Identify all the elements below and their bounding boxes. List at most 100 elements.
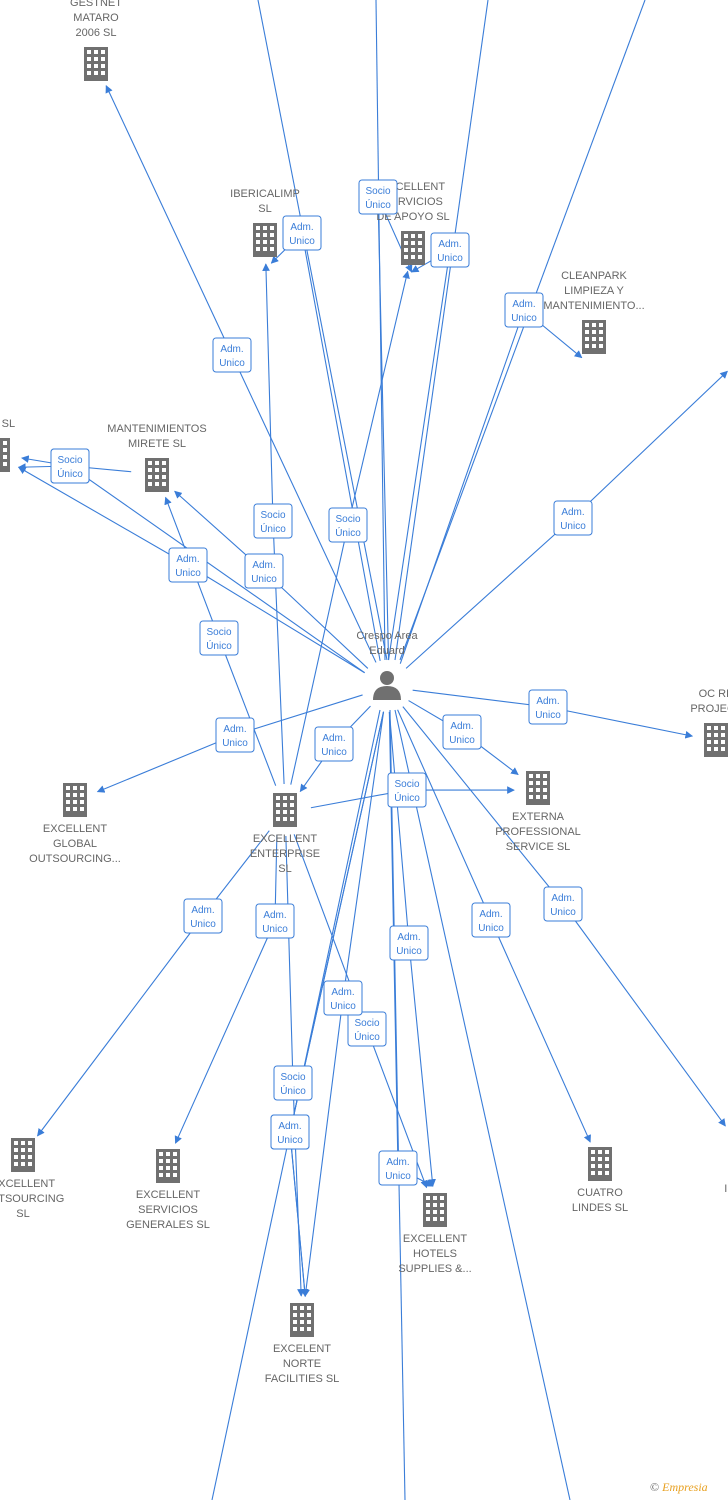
edge-label-box	[543, 886, 583, 922]
node-ibericalimp-label-line: IBERICALIMP	[230, 188, 300, 200]
building-icon-outsourcing_sl[interactable]	[11, 1138, 35, 1172]
edges-layer	[17, 0, 728, 1500]
edge-label-text: Unico	[277, 1135, 303, 1146]
building-icon-enterprise[interactable]	[273, 793, 297, 827]
edge-label-box	[323, 980, 363, 1016]
node-cleanpark-label-line: CLEANPARK	[561, 270, 627, 282]
building-icon-cleanpark[interactable]	[582, 320, 606, 354]
edge-label-person-to-norte[interactable]: Adm.Unico	[270, 1114, 310, 1150]
node-enterprise-label-line: EXCELLENT	[253, 833, 317, 845]
edge-label-box	[270, 1114, 310, 1150]
building-icon-excellent_apoyo[interactable]	[401, 231, 425, 265]
edge-label-text: Único	[206, 639, 232, 652]
copyright-notice: © Empresia	[650, 1480, 708, 1495]
offscreen-edge-3	[399, 0, 646, 661]
edge-label-enterprise-to-outsourcing_sl[interactable]: Adm.Unico	[183, 898, 223, 934]
edge-label-text: Unico	[190, 919, 216, 930]
building-icon-oc[interactable]	[704, 723, 728, 757]
edge-label-text: Unico	[175, 568, 201, 579]
node-global-label-line: OUTSOURCING...	[29, 853, 121, 865]
edge-label-person-to-gestnet[interactable]: Adm.Unico	[212, 337, 252, 373]
edge-label-box	[212, 337, 252, 373]
building-icon-ica[interactable]	[0, 438, 10, 472]
edge-label-person-to-mirete[interactable]: Adm.Unico	[244, 553, 284, 589]
person-icon[interactable]	[373, 671, 401, 700]
building-icon-norte[interactable]	[290, 1303, 314, 1337]
edge-label-text: Socio	[57, 455, 82, 466]
edge-label-person-to-hotels[interactable]: Adm. Unico	[378, 1150, 418, 1186]
building-icon-mirete[interactable]	[145, 458, 169, 492]
edge-label-text: Adm.	[263, 910, 286, 921]
building-icon-externa[interactable]	[526, 771, 550, 805]
edge-label-box	[387, 772, 427, 808]
node-norte-label-line: NORTE	[283, 1358, 321, 1370]
edge-label-text: Socio	[365, 186, 390, 197]
edge-label-box	[442, 714, 482, 750]
building-icon-hotels[interactable]	[423, 1193, 447, 1227]
node-enterprise-label-line: SL	[278, 863, 291, 875]
edge-label-text: Socio	[206, 627, 231, 638]
node-cuatro-label-line: LINDES SL	[572, 1202, 628, 1214]
edge-label-text: Adm.	[386, 1157, 409, 1168]
edge-label-person-to-global[interactable]: Adm.Unico	[215, 717, 255, 753]
edge-label-box	[471, 902, 511, 938]
edge-label-person-to-excellent_inv[interactable]: Adm.Unico	[553, 500, 593, 536]
edge-label-box	[199, 620, 239, 656]
edge-label-enterprise-to-generales[interactable]: Adm.Unico	[255, 903, 295, 939]
edge-label-text: Unico	[385, 1171, 411, 1182]
edge-label-person-to-inst[interactable]: Adm.Unico	[543, 886, 583, 922]
edge-enterprise-to-generales	[174, 834, 278, 1144]
edge-label-person-to-cuatro[interactable]: Adm.Unico	[471, 902, 511, 938]
edge-label-person-to-externa[interactable]: Adm. Unico	[442, 714, 482, 750]
offscreen-edge-6	[394, 709, 571, 1500]
node-generales-label-line: SERVICIOS	[138, 1204, 198, 1216]
edge-label-text: Unico	[321, 747, 347, 758]
node-generales-label-line: EXCELLENT	[136, 1189, 200, 1201]
edge-label-person-to-norte[interactable]: Adm.Unico	[323, 980, 363, 1016]
node-generales-label-line: GENERALES SL	[126, 1219, 210, 1231]
edge-label-person-to-oc[interactable]: Adm.Unico	[528, 689, 568, 725]
edge-label-text: Unico	[511, 313, 537, 324]
edge-label-box	[504, 292, 544, 328]
edge-label-person-to-ibericalimp[interactable]: Adm.Unico	[282, 215, 322, 251]
edge-label-text: Unico	[449, 735, 475, 746]
brand-logo-text[interactable]: Empresia	[662, 1480, 708, 1494]
node-ica-label-line: ICA SL	[0, 418, 15, 430]
edge-label-box	[215, 717, 255, 753]
edge-label-person-to-hotels[interactable]: Adm.Unico	[389, 925, 429, 961]
edge-label-person-to-ica[interactable]: Adm.Unico	[168, 547, 208, 583]
node-inst-label-line: INSTA	[724, 1183, 728, 1195]
edge-label-text: Socio	[394, 779, 419, 790]
edge-label-text: Unico	[550, 907, 576, 918]
edge-label-text: Socio	[260, 510, 285, 521]
node-gestnet-label-line: 2006 SL	[76, 27, 117, 39]
edge-label-text: Adm.	[512, 299, 535, 310]
edge-label-box	[253, 503, 293, 539]
node-cleanpark-label-line: LIMPIEZA Y	[564, 285, 624, 297]
edge-label-text: Adm.	[450, 721, 473, 732]
edge-label-person-to-cleanpark[interactable]: Adm. Unico	[504, 292, 544, 328]
edge-label-box	[430, 232, 470, 268]
node-norte-label-line: FACILITIES SL	[265, 1373, 340, 1385]
building-icon-ibericalimp[interactable]	[253, 223, 277, 257]
building-icon-cuatro[interactable]	[588, 1147, 612, 1181]
building-icon-gestnet[interactable]	[84, 47, 108, 81]
edge-label-text: Unico	[289, 236, 315, 247]
copyright-symbol: ©	[650, 1480, 660, 1494]
building-icon-generales[interactable]	[156, 1149, 180, 1183]
edge-person-to-gestnet	[105, 85, 377, 663]
edge-label-person-to-enterprise[interactable]: Adm.Unico	[314, 726, 354, 762]
building-icon-global[interactable]	[63, 783, 87, 817]
edge-label-person-to-excellent_apoyo[interactable]: Adm.Unico	[430, 232, 470, 268]
node-hotels-label-line: EXCELLENT	[403, 1233, 467, 1245]
edge-label-text: Unico	[560, 521, 586, 532]
